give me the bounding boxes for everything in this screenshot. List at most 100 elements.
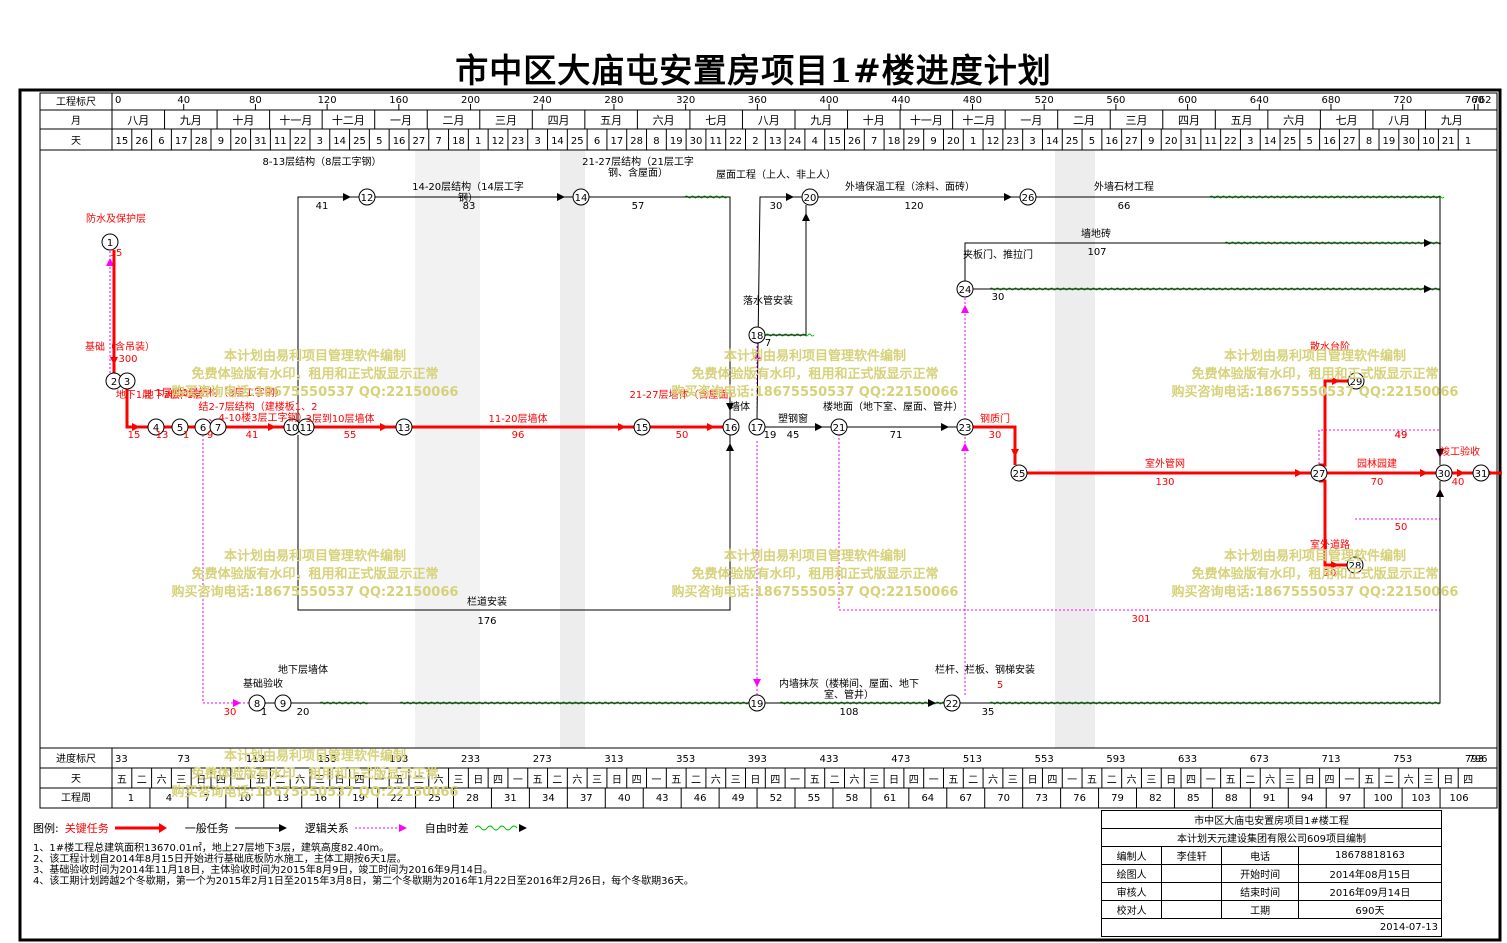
scale-tick-label: 600 — [1178, 95, 1197, 106]
weekday-label: 日 — [196, 775, 206, 786]
network-node-label: 24 — [959, 285, 972, 296]
weekday-label: 六 — [849, 774, 859, 786]
logic-link-head — [961, 305, 969, 313]
day-label: 23 — [511, 136, 524, 147]
progress-tick-label: 553 — [1035, 754, 1054, 765]
weekday-label: 四 — [632, 775, 642, 786]
scale-tick-label: 80 — [249, 95, 262, 106]
month-label: 八月 — [758, 114, 780, 127]
task-duration-label: 70 — [1371, 477, 1384, 488]
watermark-line: 免费体验版有水印，租用和正式版显示正常 — [191, 366, 438, 382]
month-label: 三月 — [1126, 114, 1148, 127]
logic-link-head — [106, 258, 114, 266]
network-node — [722, 418, 740, 436]
network-node — [956, 418, 974, 436]
watermark-line: 购买咨询电话:18675550537 QQ:22150066 — [1172, 384, 1459, 400]
task-arrow-head — [941, 423, 949, 431]
legend-general: 一般任务 — [185, 820, 287, 836]
network-node-label: 13 — [398, 423, 411, 434]
task-name-label: 钢质门 — [980, 412, 1010, 425]
task-duration-label: 120 — [904, 201, 923, 212]
progress-tick-label: 713 — [1321, 754, 1340, 765]
day-label: 25 — [353, 136, 366, 147]
week-label: 70 — [997, 793, 1010, 804]
critical-arrow-head — [380, 423, 388, 431]
watermark-line: 本计划由易利项目管理软件编制 — [1224, 548, 1406, 564]
note-3: 3、基础验收时间为2014年11月18日，主体验收时间为2015年8月9日，竣工… — [33, 865, 493, 876]
task-arrow-head — [557, 193, 565, 201]
scale-tick-label: 160 — [389, 95, 408, 106]
scale-tick-label: 720 — [1393, 95, 1412, 106]
critical-arrow-head — [1011, 449, 1019, 457]
legend-logic-label: 逻辑关系 — [304, 822, 349, 835]
day-label: 25 — [1066, 136, 1079, 147]
day-label: 3 — [1029, 136, 1035, 147]
critical-arrow — [125, 389, 148, 429]
week-label: 10 — [238, 793, 251, 804]
day-row-label: 天 — [71, 136, 81, 147]
task-name-label: 地下1层 — [116, 388, 152, 401]
network-node — [209, 418, 227, 436]
legend-logic-arrow-icon — [354, 824, 407, 832]
legend-float-label: 自由时差 — [424, 822, 469, 835]
week-label: 55 — [808, 793, 821, 804]
network-node-label: 10 — [286, 423, 299, 434]
weekday-label: 日 — [750, 775, 760, 786]
day-label: 15 — [116, 136, 129, 147]
day-label: 12 — [492, 136, 505, 147]
month-label: 二月 — [1073, 114, 1095, 127]
logic-link-head — [233, 699, 241, 707]
week-label: 79 — [1111, 793, 1124, 804]
legend-general-label: 一般任务 — [184, 822, 229, 835]
info-value: 李佳轩 — [1161, 846, 1223, 865]
info-key: 电话 — [1221, 846, 1299, 865]
weekday-label: 三 — [1424, 775, 1434, 786]
network-node — [101, 233, 119, 251]
weekday-label: 三 — [315, 775, 325, 786]
network-node-label: 22 — [946, 699, 959, 710]
week-label: 46 — [694, 793, 707, 804]
month-label: 十一月 — [910, 113, 943, 127]
info-value — [1161, 882, 1223, 901]
project-notes: 1、1#楼工程总建筑面积13670.01㎡，地上27层地下3层，建筑高度82.4… — [33, 843, 1083, 887]
weekday-label: 日 — [1028, 775, 1038, 786]
weekday-label: 三 — [592, 775, 602, 786]
week-label: 1 — [128, 793, 134, 804]
network-node-label: 23 — [959, 423, 972, 434]
critical-arrow-head — [1332, 377, 1340, 385]
task-name-label: 室、管井） — [824, 688, 874, 701]
task-duration-label: 130 — [1155, 477, 1174, 488]
week-label: 76 — [1073, 793, 1086, 804]
task-arrow — [297, 435, 731, 611]
note-2: 2、该工程计划自2014年8月15日开始进行基础底板防水施工，主体工期按6天1层… — [33, 854, 407, 865]
watermark-line: 本计划由易利项目管理软件编制 — [1224, 348, 1406, 364]
day-label: 29 — [907, 136, 920, 147]
week-label: 4 — [166, 793, 172, 804]
week-label: 64 — [921, 793, 934, 804]
scale-tick-label: 640 — [1250, 95, 1269, 106]
float-duration-label: 30 — [224, 707, 237, 718]
month-label: 二月 — [443, 114, 465, 127]
month-label: 九月 — [180, 114, 202, 127]
task-name-label: 栏道安装 — [467, 595, 507, 608]
progress-tick-label: 593 — [1106, 754, 1125, 765]
progress-tick-label: 393 — [748, 754, 767, 765]
day-label: 1 — [970, 136, 976, 147]
info-value: 2016年09月14日 — [1297, 882, 1443, 901]
weekday-label: 二 — [968, 775, 978, 786]
network-node-label: 8 — [254, 699, 260, 710]
watermark-line: 本计划由易利项目管理软件编制 — [224, 548, 406, 564]
task-arrow-head — [726, 403, 734, 411]
day-label: 20 — [947, 136, 960, 147]
day-label: 25 — [571, 136, 584, 147]
task-duration-label: 30 — [992, 292, 1005, 303]
network-node-label: 19 — [751, 699, 764, 710]
day-label: 5 — [1089, 136, 1095, 147]
task-name-label: 1层到3层结构（8层工字钢） — [155, 386, 284, 399]
task-name-label: 地下2层 — [144, 388, 180, 401]
weekday-label: 二 — [830, 775, 840, 786]
task-name-label: 地下层墙体 — [278, 663, 328, 676]
weekday-label: 二 — [691, 775, 701, 786]
task-duration-label: 55 — [344, 430, 357, 441]
network-node-label: 6 — [200, 423, 206, 434]
